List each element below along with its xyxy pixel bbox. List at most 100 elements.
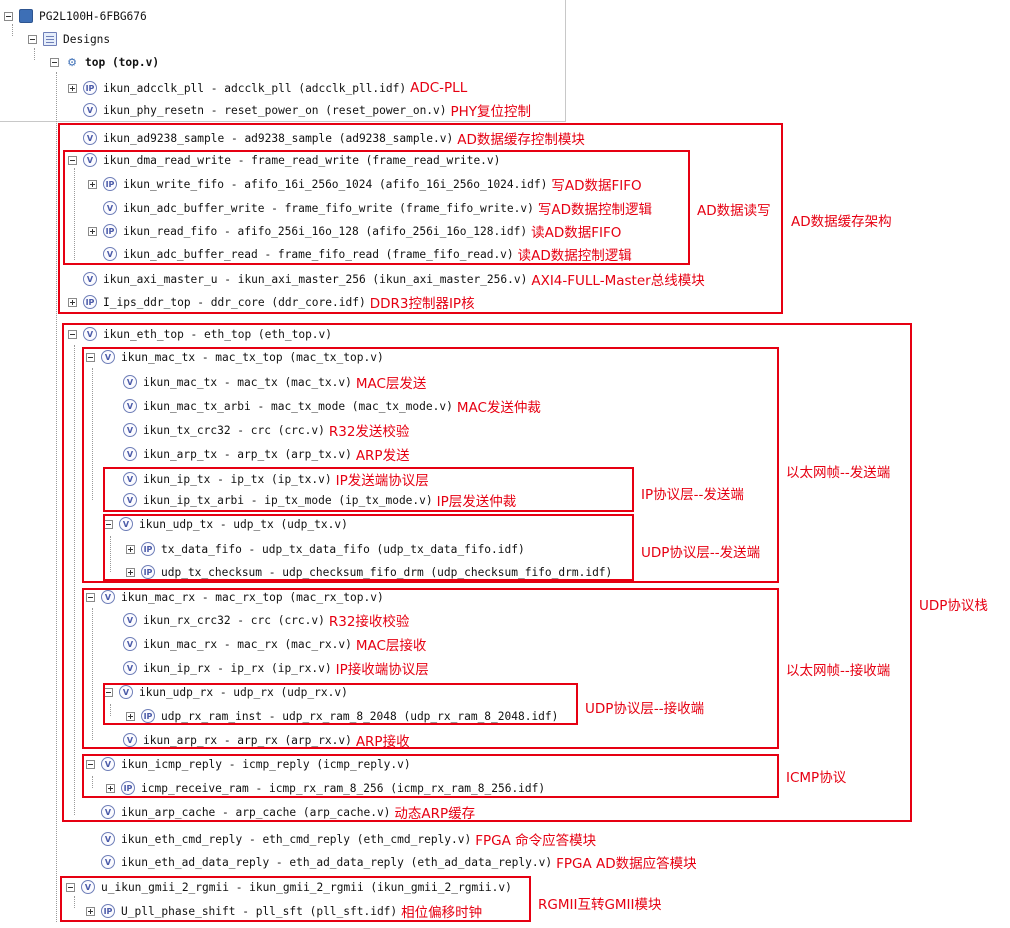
ip-core-icon: IP: [141, 565, 155, 579]
annotation: MAC层接收: [355, 638, 427, 654]
ip-core-icon: IP: [141, 542, 155, 556]
collapse-toggle[interactable]: [68, 329, 77, 339]
annotation: ARP接收: [355, 734, 410, 750]
collapse-toggle[interactable]: [50, 57, 59, 67]
verilog-module-icon: V: [123, 447, 137, 461]
annotation: 相位偏移时钟: [401, 905, 483, 921]
verilog-module-icon: V: [123, 661, 137, 675]
tree-guide: [12, 24, 13, 36]
verilog-module-icon: V: [123, 493, 137, 507]
group-box-rgmii: [60, 876, 531, 922]
expand-toggle[interactable]: [88, 226, 97, 236]
tree-node-top[interactable]: ⚙ top (top.v): [50, 51, 159, 73]
verilog-module-icon: V: [123, 399, 137, 413]
ip-core-icon: IP: [141, 709, 155, 723]
tree-node-label: ikun_eth_cmd_reply - eth_cmd_reply (eth_…: [121, 832, 472, 846]
expand-toggle[interactable]: [126, 567, 135, 577]
tree-node-label: PG2L100H-6FBG676: [39, 9, 147, 23]
collapse-toggle[interactable]: [86, 592, 95, 602]
top-module-icon: ⚙: [67, 55, 77, 69]
expand-toggle[interactable]: [68, 297, 77, 307]
tree-node-label: ikun_ip_tx - ip_tx (ip_tx.v): [143, 472, 332, 486]
ip-core-icon: IP: [101, 904, 115, 918]
leaf-spacer: [68, 106, 77, 115]
collapse-toggle[interactable]: [4, 11, 13, 21]
tree-node-label: ikun_write_fifo - afifo_16i_256o_1024 (a…: [123, 177, 548, 191]
annotation: ARP发送: [355, 448, 410, 464]
verilog-module-icon: V: [101, 855, 115, 869]
ip-core-icon: IP: [121, 781, 135, 795]
group-label-eth-tx: 以太网帧--发送端: [786, 465, 891, 481]
group-label-ad-read-write: AD数据读写: [697, 203, 771, 219]
tree-node-designs[interactable]: Designs: [28, 28, 110, 50]
tree-node-label: ikun_udp_tx - udp_tx (udp_tx.v): [139, 517, 348, 531]
expand-toggle[interactable]: [126, 544, 135, 554]
expand-toggle[interactable]: [68, 83, 77, 93]
group-box-udp-tx: [103, 514, 634, 581]
expand-toggle[interactable]: [126, 711, 135, 721]
expand-toggle[interactable]: [86, 906, 95, 916]
annotation: DDR3控制器IP核: [369, 296, 475, 312]
annotation: IP发送端协议层: [335, 473, 429, 489]
group-label-ad-cache-arch: AD数据缓存架构: [791, 214, 892, 230]
expand-toggle[interactable]: [88, 179, 97, 189]
tree-guide: [74, 345, 75, 815]
tree-guide: [110, 704, 111, 716]
collapse-toggle[interactable]: [68, 155, 77, 165]
verilog-module-icon: V: [123, 472, 137, 486]
verilog-module-icon: V: [119, 685, 133, 699]
expand-toggle[interactable]: [106, 783, 115, 793]
collapse-toggle[interactable]: [86, 352, 95, 362]
group-label-ip-tx: IP协议层--发送端: [641, 487, 744, 503]
tree-node-root[interactable]: PG2L100H-6FBG676: [4, 5, 147, 27]
verilog-module-icon: V: [83, 327, 97, 341]
group-label-udp-rx: UDP协议层--接收端: [585, 701, 705, 717]
collapse-toggle[interactable]: [86, 759, 95, 769]
verilog-module-icon: V: [81, 880, 95, 894]
tree-node-label: ikun_tx_crc32 - crc (crc.v): [143, 423, 325, 437]
collapse-toggle[interactable]: [66, 882, 75, 892]
verilog-module-icon: V: [101, 832, 115, 846]
tree-node-label: top (top.v): [85, 55, 160, 69]
tree-node-label: ikun_mac_rx - mac_rx (mac_rx.v): [143, 637, 352, 651]
collapse-toggle[interactable]: [28, 34, 37, 44]
tree-node-label: ikun_icmp_reply - icmp_reply (icmp_reply…: [121, 757, 411, 771]
verilog-module-icon: V: [103, 247, 117, 261]
verilog-module-icon: V: [83, 272, 97, 286]
